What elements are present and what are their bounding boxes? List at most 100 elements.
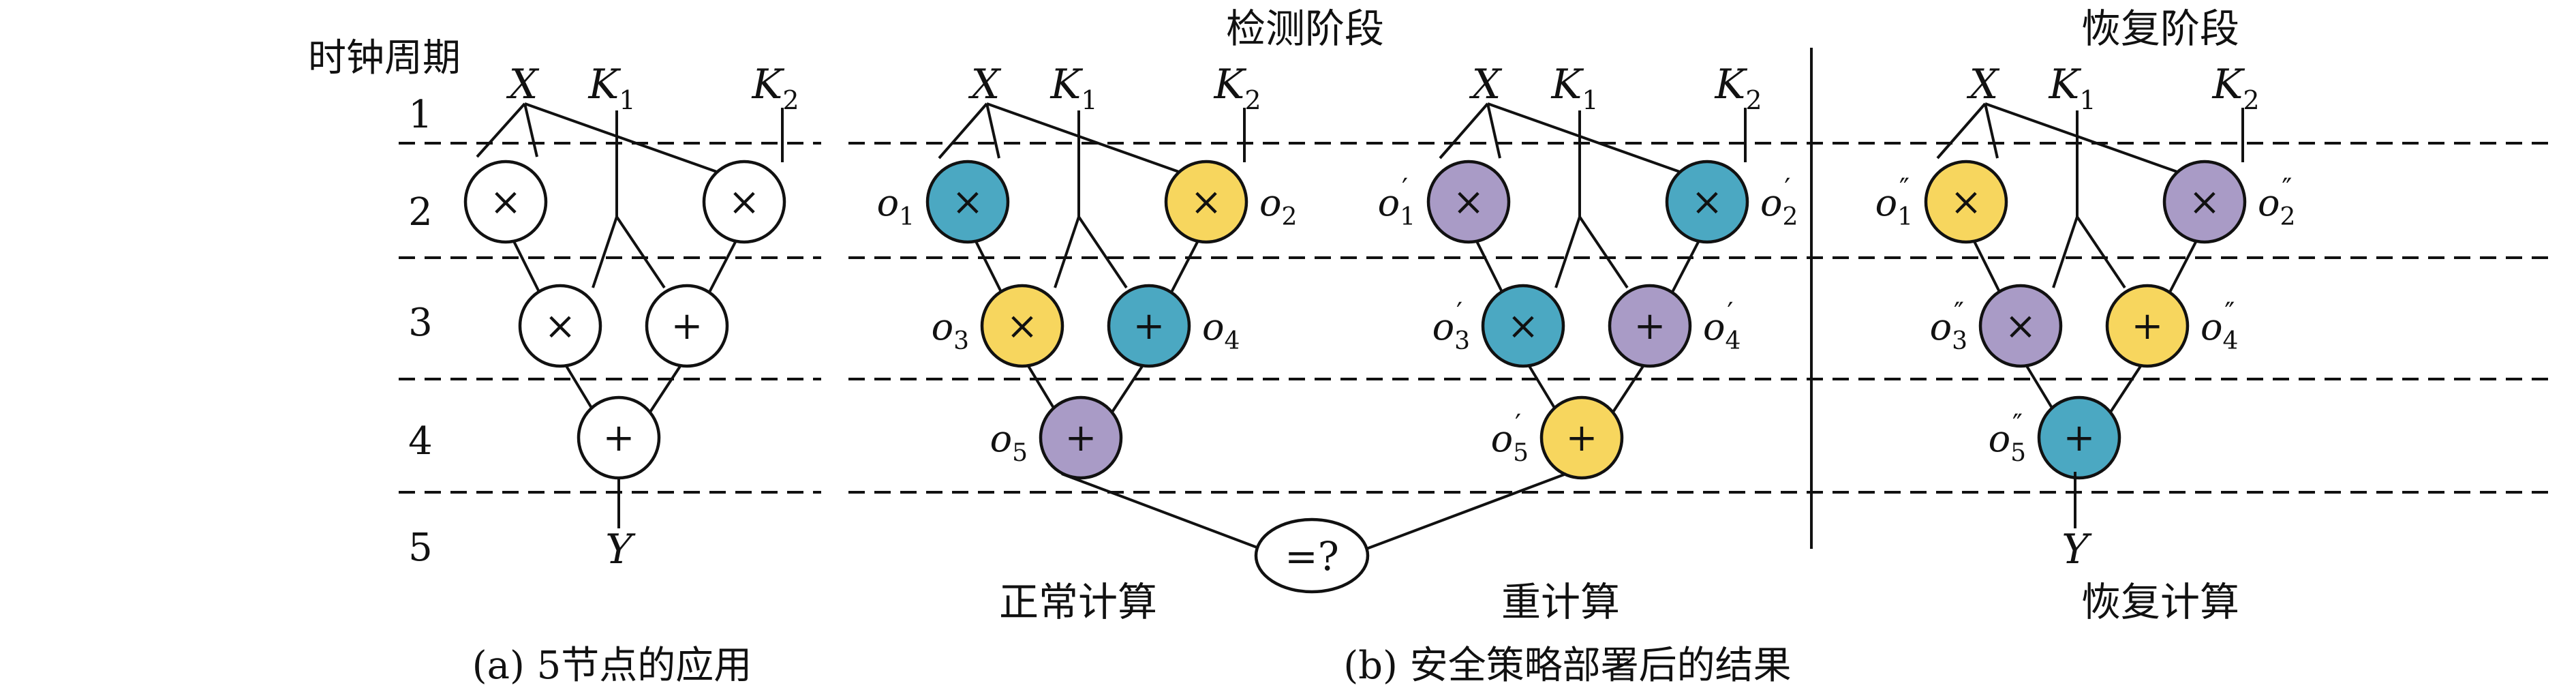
recompute-node-4-op: + (1634, 304, 1666, 348)
cycle-separators (399, 142, 2549, 494)
recover-node-4: + o4″ (2105, 284, 2238, 368)
normal-node-5-label: o5 (990, 417, 1028, 467)
recover-node-5-op: + (2064, 416, 2096, 460)
recompute-tree-nodes: × o1′ × o2′ × o3′ + o4′ + o5′ (1378, 160, 1798, 480)
left-node-5-op: + (603, 416, 635, 460)
normal-input-k1: K1 (1049, 61, 1097, 115)
recover-input-x: X (1967, 61, 2000, 108)
recompute-tree: X K1 K2 × o1′ × o2′ × o3′ + o4′ + o5′ (1378, 61, 1798, 480)
recover-node-2-label: o2″ (2258, 173, 2295, 231)
left-input-k2-sub: 2 (782, 85, 799, 115)
recompute-node-1: × o1′ (1378, 160, 1511, 244)
normal-node-4: + o4 (1107, 284, 1240, 368)
right-caption: (b) 安全策略部署后的结果 (1343, 644, 1791, 688)
left-input-k1-letter: K (587, 61, 621, 108)
normal-node-2-op: × (1191, 180, 1223, 224)
cycle-header: 时钟周期 (308, 36, 461, 80)
cycle-number-4: 4 (408, 419, 433, 464)
recover-tree-inputs: X K1 K2 (1967, 61, 2260, 115)
recompute-tree-edges (1439, 102, 1747, 423)
normal-node-2-label: o2 (1259, 181, 1297, 231)
recover-node-3-label: o3″ (1930, 297, 1967, 355)
normal-compute-label: 正常计算 (999, 579, 1157, 625)
recover-node-1-op: × (1950, 180, 1982, 224)
normal-node-3: × o3 (932, 284, 1064, 368)
left-node-4: + (645, 284, 729, 368)
cycle-number-3: 3 (408, 301, 433, 345)
recover-node-5-label: o5″ (1989, 409, 2026, 467)
recover-node-2: ×o2″ (2162, 160, 2295, 244)
recover-node-4-label: o4″ (2201, 297, 2238, 355)
left-node-1: × (463, 160, 548, 244)
recover-node-3-op: × (2005, 304, 2037, 348)
recompute-node-3: × o3′ (1432, 284, 1565, 368)
normal-tree: X K1 K2 × o1 × o2 × o3 + o4 + o5 (877, 61, 1297, 480)
left-node-1-op: × (490, 180, 522, 224)
recover-output-y: Y (2061, 526, 2092, 573)
left-input-k1: K1 (587, 61, 635, 115)
left-node-2: × (702, 160, 786, 244)
recompute-node-1-label: o1′ (1378, 173, 1415, 231)
recompute-node-2: × o2′ (1665, 160, 1798, 244)
normal-input-k2: K2 (1213, 61, 1261, 115)
normal-node-3-label: o3 (932, 305, 969, 355)
normal-node-1-label: o1 (877, 181, 915, 231)
normal-node-1-op: × (952, 180, 984, 224)
compare-edges (1061, 472, 1567, 550)
recover-node-1-label: o1″ (1875, 173, 1913, 231)
left-output-y: Y (605, 526, 636, 573)
cycle-numbers: 1 2 3 4 5 (408, 93, 433, 570)
left-node-5: + (577, 395, 661, 480)
recover-tree: X K1 K2 × o1″ ×o2″ × o3″ + o4″ + o5″ (1875, 61, 2295, 480)
recompute-label: 重计算 (1501, 579, 1620, 625)
recompute-input-k2: K2 (1714, 61, 1762, 115)
recompute-node-5-label: o5′ (1491, 409, 1529, 467)
normal-tree-inputs: X K1 K2 (968, 61, 1261, 115)
recover-input-k2: K2 (2211, 61, 2259, 115)
left-node-3-op: × (545, 304, 577, 348)
normal-tree-edges (938, 102, 1246, 423)
recover-phase-title: 恢复阶段 (2081, 5, 2239, 52)
recompute-node-4: + o4′ (1608, 284, 1741, 368)
recover-node-4-op: + (2132, 304, 2164, 348)
recompute-node-2-op: × (1691, 180, 1723, 224)
recompute-node-4-label: o4′ (1703, 297, 1741, 355)
recompute-node-2-label: o2′ (1760, 173, 1798, 231)
recover-tree-edges (1936, 102, 2244, 423)
recover-input-k1: K1 (2048, 61, 2096, 115)
recompute-node-5-op: + (1566, 416, 1598, 460)
normal-node-4-op: + (1133, 304, 1165, 348)
normal-node-4-label: o4 (1202, 305, 1240, 355)
recompute-node-3-label: o3′ (1432, 297, 1470, 355)
normal-node-1: × o1 (877, 160, 1010, 244)
normal-node-5-op: + (1065, 416, 1097, 460)
left-input-k1-sub: 1 (619, 85, 635, 115)
left-node-4-op: + (671, 304, 703, 348)
left-input-k2: K2 (751, 61, 799, 115)
normal-node-5: + o5 (990, 395, 1123, 480)
cycle-number-5: 5 (408, 526, 433, 570)
cycle-number-1: 1 (408, 93, 433, 137)
recompute-input-x: X (1469, 61, 1503, 108)
recompute-node-1-op: × (1453, 180, 1485, 224)
left-input-k2-letter: K (751, 61, 784, 108)
normal-input-x: X (968, 61, 1002, 108)
normal-tree-nodes: × o1 × o2 × o3 + o4 + o5 (877, 160, 1297, 480)
normal-node-3-op: × (1007, 304, 1039, 348)
recover-node-1: × o1″ (1875, 160, 2008, 244)
recompute-node-5: + o5′ (1491, 395, 1624, 480)
recompute-tree-inputs: X K1 K2 (1469, 61, 1762, 115)
left-input-x: X (506, 61, 540, 108)
left-caption: (a) 5节点的应用 (472, 644, 752, 688)
recover-node-3: × o3″ (1930, 284, 2063, 368)
left-node-3: × (518, 284, 602, 368)
compare-node: =? (1254, 517, 1370, 594)
left-node-2-op: × (729, 180, 761, 224)
recompute-node-3-op: × (1507, 304, 1539, 348)
recompute-input-k1: K1 (1550, 61, 1598, 115)
left-tree-nodes: × × × + + (463, 160, 786, 480)
recover-tree-nodes: × o1″ ×o2″ × o3″ + o4″ + o5″ (1875, 160, 2295, 480)
normal-node-2: × o2 (1164, 160, 1297, 244)
recover-node-5: + o5″ (1989, 395, 2121, 480)
